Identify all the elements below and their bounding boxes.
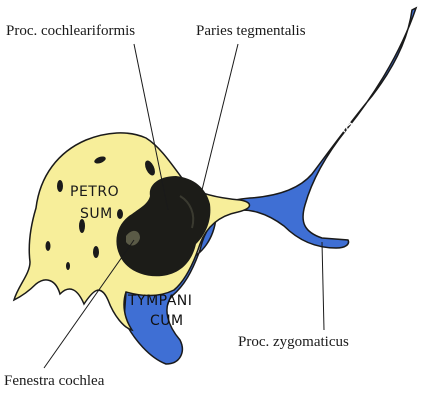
label-tympanicum-line2: CUM (150, 313, 184, 329)
label-tympanicum-line1: TYMPANI (127, 293, 192, 309)
label-petrosum-line1: PETRO (70, 184, 119, 200)
leader-proc-zygomaticus (322, 242, 324, 330)
label-proc-cochleariformis: Proc. cochleariformis (6, 23, 135, 39)
label-proc-zygomaticus: Proc. zygomaticus (238, 334, 349, 350)
label-fenestra-cochlea: Fenestra cochlea (4, 373, 105, 389)
label-paries-tegmentalis: Paries tegmentalis (196, 23, 306, 39)
label-petrosum-line2: SUM (80, 206, 113, 222)
leader-paries-tegmentalis (202, 44, 238, 190)
label-squama: SQUAMA (297, 115, 358, 167)
